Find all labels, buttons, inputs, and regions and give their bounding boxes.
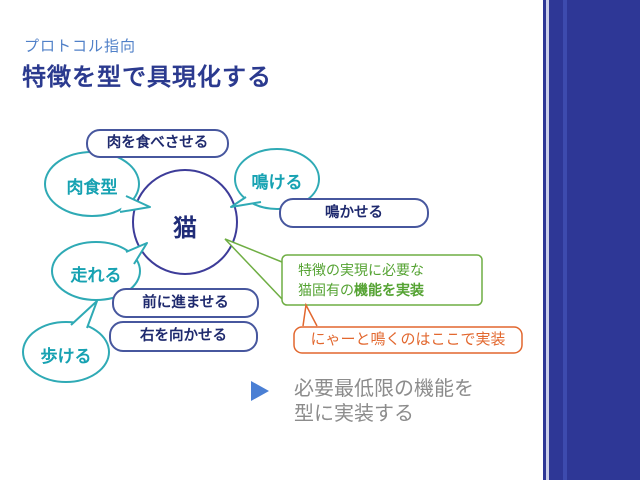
green-callout-box <box>281 254 483 306</box>
bubble-carnivore-label: 肉食型 <box>66 178 118 197</box>
bubble-can-meow-label: 鳴ける <box>251 173 303 192</box>
bullet-triangle-icon <box>251 381 269 401</box>
capsule-feed-meat-label: 肉を食べさせる <box>106 135 209 151</box>
capsule-move-forward-label: 前に進ませる <box>142 295 229 311</box>
cat-circle-label: 猫 <box>173 215 197 242</box>
slide-title: 特徴を型で具現化する <box>22 64 272 91</box>
green-note-line1: 特徴の実現に必要な <box>298 262 424 278</box>
green-note-line2: 猫固有の機能を実装 <box>298 280 478 300</box>
capsule-make-meow-label: 鳴かせる <box>325 205 383 221</box>
bullet-line2: 型に実装する <box>294 403 414 425</box>
capsule-feed-meat-shape <box>86 129 229 158</box>
orange-note: にゃーと鳴くのはここで実装 <box>310 331 506 348</box>
slide-eyebrow: プロトコル指向 <box>24 38 137 55</box>
green-note-line2-bold: 機能を実装 <box>354 282 424 298</box>
capsule-turn-right-shape <box>109 321 258 352</box>
bullet-line1: 必要最低限の機能を <box>294 378 474 400</box>
green-note-line2-prefix: 猫固有の <box>298 282 354 298</box>
bubble-can-walk-label: 歩ける <box>40 347 92 366</box>
orange-callout-box <box>293 326 523 354</box>
bubble-can-meow-shape <box>230 148 320 210</box>
green-callout-pointer <box>224 238 283 300</box>
bubble-can-walk-shape <box>22 300 110 383</box>
slide-side-panel <box>543 0 640 480</box>
orange-callout-pointer <box>302 302 318 327</box>
cat-circle <box>132 169 238 275</box>
bubble-can-run-label: 走れる <box>70 266 122 285</box>
bullet-text: 必要最低限の機能を 型に実装する <box>294 377 474 427</box>
capsule-turn-right-label: 右を向かせる <box>140 328 227 344</box>
capsule-move-forward-shape <box>112 288 259 318</box>
green-note: 特徴の実現に必要な 猫固有の機能を実装 <box>298 260 478 300</box>
bubble-can-run-shape <box>51 241 148 301</box>
capsule-make-meow-shape <box>279 198 429 228</box>
